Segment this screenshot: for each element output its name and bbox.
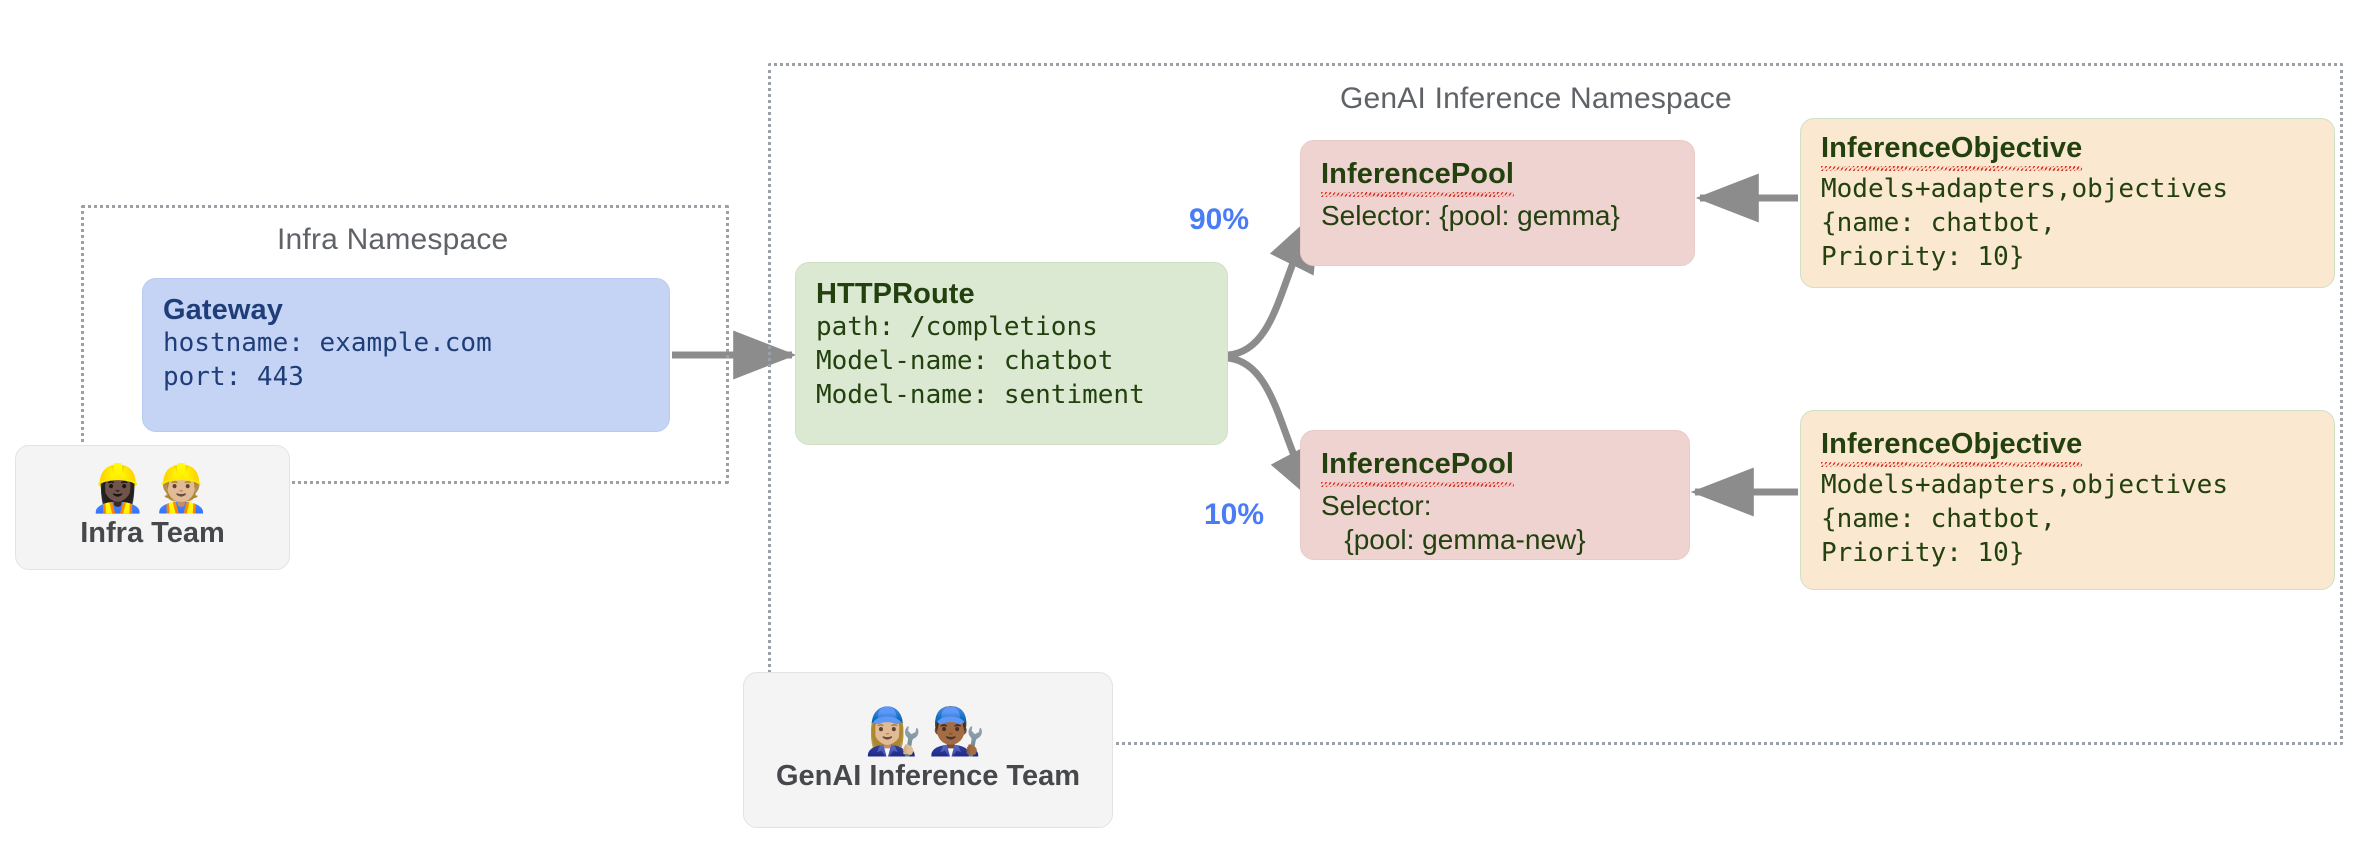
inferenceobjective-title: InferenceObjective bbox=[1821, 428, 2083, 460]
gateway-title: Gateway bbox=[163, 294, 283, 326]
namespace-infra-title: Infra Namespace bbox=[277, 223, 509, 256]
gateway-hostname: hostname: example.com bbox=[163, 328, 492, 359]
inferencepool-card-gemma[interactable]: InferencePool Selector: {pool: gemma} bbox=[1300, 140, 1695, 266]
infra-team-chip[interactable]: 👷🏿‍♀️👷🏼 Infra Team bbox=[15, 445, 290, 570]
inferenceobjective-name: {name: chatbot, bbox=[1821, 208, 2056, 239]
inferencepool-selector-value: {pool: gemma-new} bbox=[1321, 524, 1586, 556]
inferenceobjective-priority: Priority: 10} bbox=[1821, 537, 2025, 568]
inferenceobjective-card-bottom[interactable]: InferenceObjective Models+adapters,objec… bbox=[1800, 410, 2335, 590]
httproute-title: HTTPRoute bbox=[816, 278, 975, 310]
httproute-card[interactable]: HTTPRoute path: /completions Model-name:… bbox=[795, 262, 1228, 445]
inferencepool-selector: Selector: {pool: gemma} bbox=[1321, 200, 1620, 232]
httproute-model-chatbot: Model-name: chatbot bbox=[816, 346, 1114, 377]
gateway-card[interactable]: Gateway hostname: example.com port: 443 bbox=[142, 278, 670, 432]
inferencepool-title: InferencePool bbox=[1321, 158, 1515, 190]
genai-team-avatars: 👩🏼‍🔧👨🏾‍🔧 bbox=[864, 704, 992, 757]
httproute-path: path: /completions bbox=[816, 312, 1098, 343]
infra-team-label: Infra Team bbox=[80, 517, 225, 549]
inferencepool-title: InferencePool bbox=[1321, 448, 1515, 480]
namespace-genai bbox=[768, 63, 2343, 745]
inferenceobjective-models: Models+adapters,objectives bbox=[1821, 470, 2228, 501]
inferenceobjective-models: Models+adapters,objectives bbox=[1821, 174, 2228, 205]
gateway-port: port: 443 bbox=[163, 362, 304, 393]
edge-weight-90: 90% bbox=[1189, 203, 1250, 236]
genai-team-label: GenAI Inference Team bbox=[775, 759, 1081, 792]
inferenceobjective-priority: Priority: 10} bbox=[1821, 241, 2025, 272]
namespace-infra bbox=[81, 205, 729, 484]
inferenceobjective-title: InferenceObjective bbox=[1821, 132, 2083, 164]
edge-weight-10: 10% bbox=[1204, 498, 1265, 531]
namespace-genai-title: GenAI Inference Namespace bbox=[1340, 82, 1732, 115]
infra-team-avatars: 👷🏿‍♀️👷🏼 bbox=[89, 462, 216, 514]
inferencepool-selector: Selector: bbox=[1321, 490, 1432, 522]
inferenceobjective-name: {name: chatbot, bbox=[1821, 504, 2056, 535]
inferenceobjective-card-top[interactable]: InferenceObjective Models+adapters,objec… bbox=[1800, 118, 2335, 288]
inferencepool-card-gemma-new[interactable]: InferencePool Selector: {pool: gemma-new… bbox=[1300, 430, 1690, 560]
genai-team-chip[interactable]: 👩🏼‍🔧👨🏾‍🔧 GenAI Inference Team bbox=[743, 672, 1113, 828]
httproute-model-sentiment: Model-name: sentiment bbox=[816, 379, 1145, 410]
